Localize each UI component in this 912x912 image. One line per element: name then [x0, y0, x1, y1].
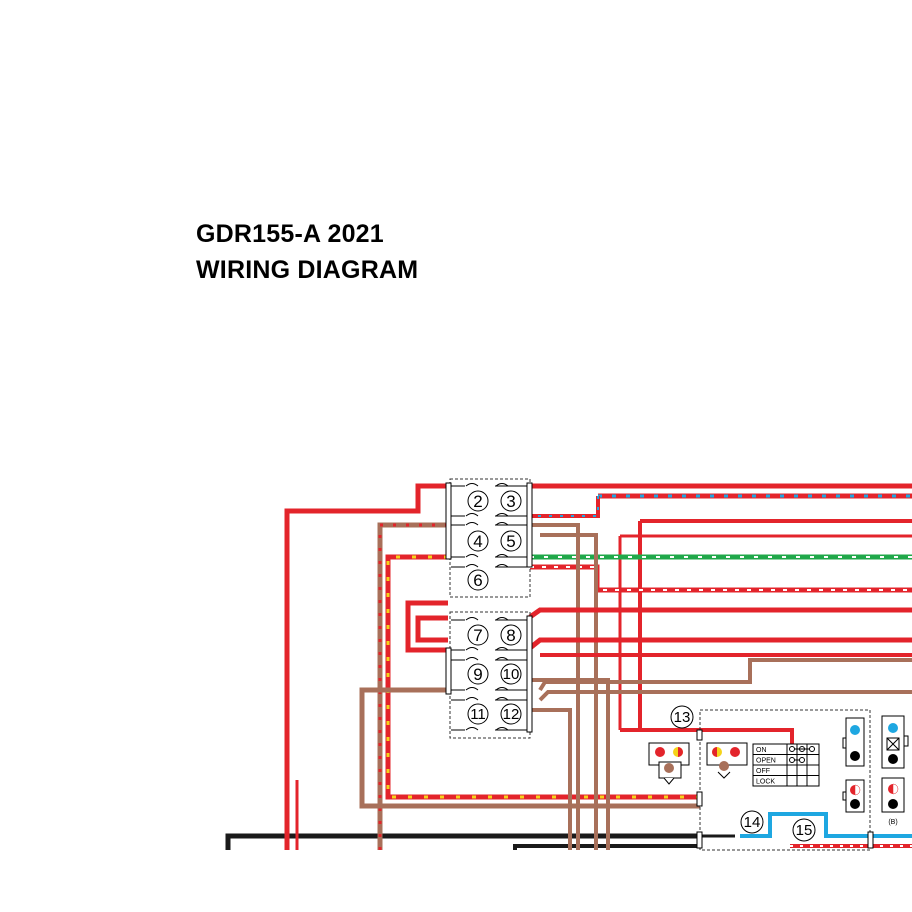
fuse-number-8 [500, 624, 522, 646]
fuse-label-3: 3 [506, 492, 515, 511]
diagram-title: WIRING DIAGRAM [196, 256, 419, 284]
switch-row-on: ON [756, 747, 767, 754]
wire-red-lower-1 [528, 607, 912, 620]
wire-black-main [225, 833, 700, 850]
fuse-number-6 [467, 569, 489, 591]
fuse-number-7 [467, 624, 489, 646]
switch-row-off: OFF [756, 768, 770, 775]
callout-13-label: 13 [674, 709, 691, 726]
fuse-number-9 [467, 663, 489, 685]
fuse-number-2 [467, 490, 489, 512]
callout-15-label: 15 [796, 822, 813, 839]
switch-row-lock: LOCK [756, 779, 775, 786]
connector-stack-1 [842, 717, 865, 813]
wire-red-outer [284, 483, 448, 850]
wire-brown-upper-right-2 [540, 533, 598, 850]
callout-14 [740, 810, 764, 834]
fuse-label-4: 4 [473, 532, 482, 551]
connector-label-b: (B) [888, 819, 897, 826]
wire-brown-lower-3 [538, 690, 912, 702]
wire-red-white [530, 564, 912, 593]
fuse-label-7: 7 [473, 626, 482, 645]
fuse-box-lower: 7 8 9 10 11 12 [445, 611, 533, 739]
fuse-number-12 [500, 703, 522, 725]
fuse-label-10: 10 [503, 666, 520, 683]
wire-brown-lower-2 [538, 658, 912, 692]
fuse-label-9: 9 [473, 665, 482, 684]
fuse-number-3 [500, 490, 522, 512]
fuse-label-11: 11 [470, 706, 486, 723]
wire-black-lower [513, 844, 700, 850]
wire-red-lower-2 [528, 637, 912, 650]
wire-red-620 [618, 534, 912, 730]
fuse-label-2: 2 [473, 492, 482, 511]
fuse-label-12: 12 [503, 706, 520, 723]
wire-red-blue-drop [530, 496, 600, 518]
wire-sky-blue [740, 812, 912, 838]
wire-brown-lower-4 [530, 708, 572, 850]
wire-brown-upper-right [530, 523, 580, 850]
wire-brown-loop [359, 687, 700, 809]
fuse-box-upper: 2 3 4 5 6 [445, 478, 533, 598]
fuse-number-5 [500, 530, 522, 552]
main-switch-area: 13 ON OPEN OFF LOCK [648, 705, 909, 851]
wire-red-640 [638, 519, 912, 728]
callout-15 [792, 818, 816, 842]
model-title: GDR155-A 2021 [196, 220, 384, 248]
fuse-label-6: 6 [473, 571, 482, 590]
fuse-label-5: 5 [506, 532, 515, 551]
fuse-number-11 [467, 703, 489, 725]
callout-13 [670, 705, 694, 729]
wire-red-loop-1 [405, 600, 448, 653]
fuse-number-4 [467, 530, 489, 552]
connector-stack-2: (B) [881, 715, 909, 826]
switch-table: ON OPEN OFF LOCK [752, 743, 820, 787]
wire-red-loop-2 [415, 615, 448, 643]
wire-red-to-switch [620, 728, 794, 745]
fuse-number-10 [500, 663, 522, 685]
callout-14-label: 14 [744, 814, 761, 831]
wires [225, 483, 912, 850]
fuse-label-8: 8 [506, 626, 515, 645]
switch-row-open: OPEN [756, 758, 776, 765]
